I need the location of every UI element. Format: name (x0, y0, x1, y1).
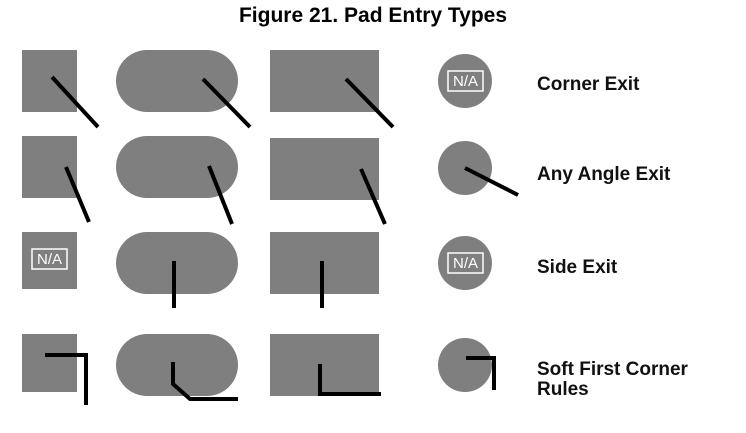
round-pad (438, 338, 492, 392)
oblong-pad (116, 232, 238, 294)
square-pad (22, 334, 77, 392)
corner-exit-trace (344, 77, 395, 129)
row-label-side-exit: Side Exit (537, 257, 618, 278)
soft-corner-trace (171, 362, 238, 401)
na-box (31, 248, 68, 270)
row-label-corner-exit: Corner Exit (537, 74, 640, 95)
square-pad (22, 50, 77, 112)
row-corner-exit: N/A Corner Exit (22, 50, 640, 129)
rectangular-pad (270, 232, 379, 294)
figure-title: Figure 21. Pad Entry Types (238, 4, 508, 27)
row-label-any-angle-exit: Any Angle Exit (537, 164, 671, 185)
soft-corner-trace (45, 353, 88, 405)
rectangular-pad (270, 138, 379, 200)
any-angle-exit-trace (207, 165, 234, 225)
any-angle-exit-trace (64, 166, 91, 223)
na-box (447, 70, 484, 92)
oblong-pad (116, 334, 238, 396)
row-label-soft-first-corner-rules: Rules (537, 379, 589, 400)
row-side-exit: N/A N/A Side Exit (22, 232, 618, 308)
any-angle-exit-trace (464, 166, 519, 197)
rectangular-pad (270, 334, 379, 396)
square-pad (22, 232, 77, 289)
round-pad (438, 54, 492, 108)
na-label: N/A (453, 73, 478, 90)
na-label: N/A (453, 255, 478, 272)
round-pad (438, 236, 492, 290)
na-box (447, 252, 484, 274)
soft-corner-trace (318, 364, 381, 396)
na-label: N/A (37, 251, 62, 268)
soft-corner-trace (466, 356, 496, 390)
square-pad (22, 136, 77, 198)
oblong-pad (116, 50, 238, 112)
row-soft-first-corner: Soft First Corner Rules (22, 334, 689, 405)
rectangular-pad (270, 50, 379, 112)
oblong-pad (116, 136, 238, 198)
any-angle-exit-trace (359, 168, 387, 225)
corner-exit-trace (50, 75, 100, 129)
row-label-soft-first-corner: Soft First Corner (537, 359, 689, 380)
corner-exit-trace (201, 77, 252, 129)
row-any-angle-exit: Any Angle Exit (22, 136, 671, 225)
